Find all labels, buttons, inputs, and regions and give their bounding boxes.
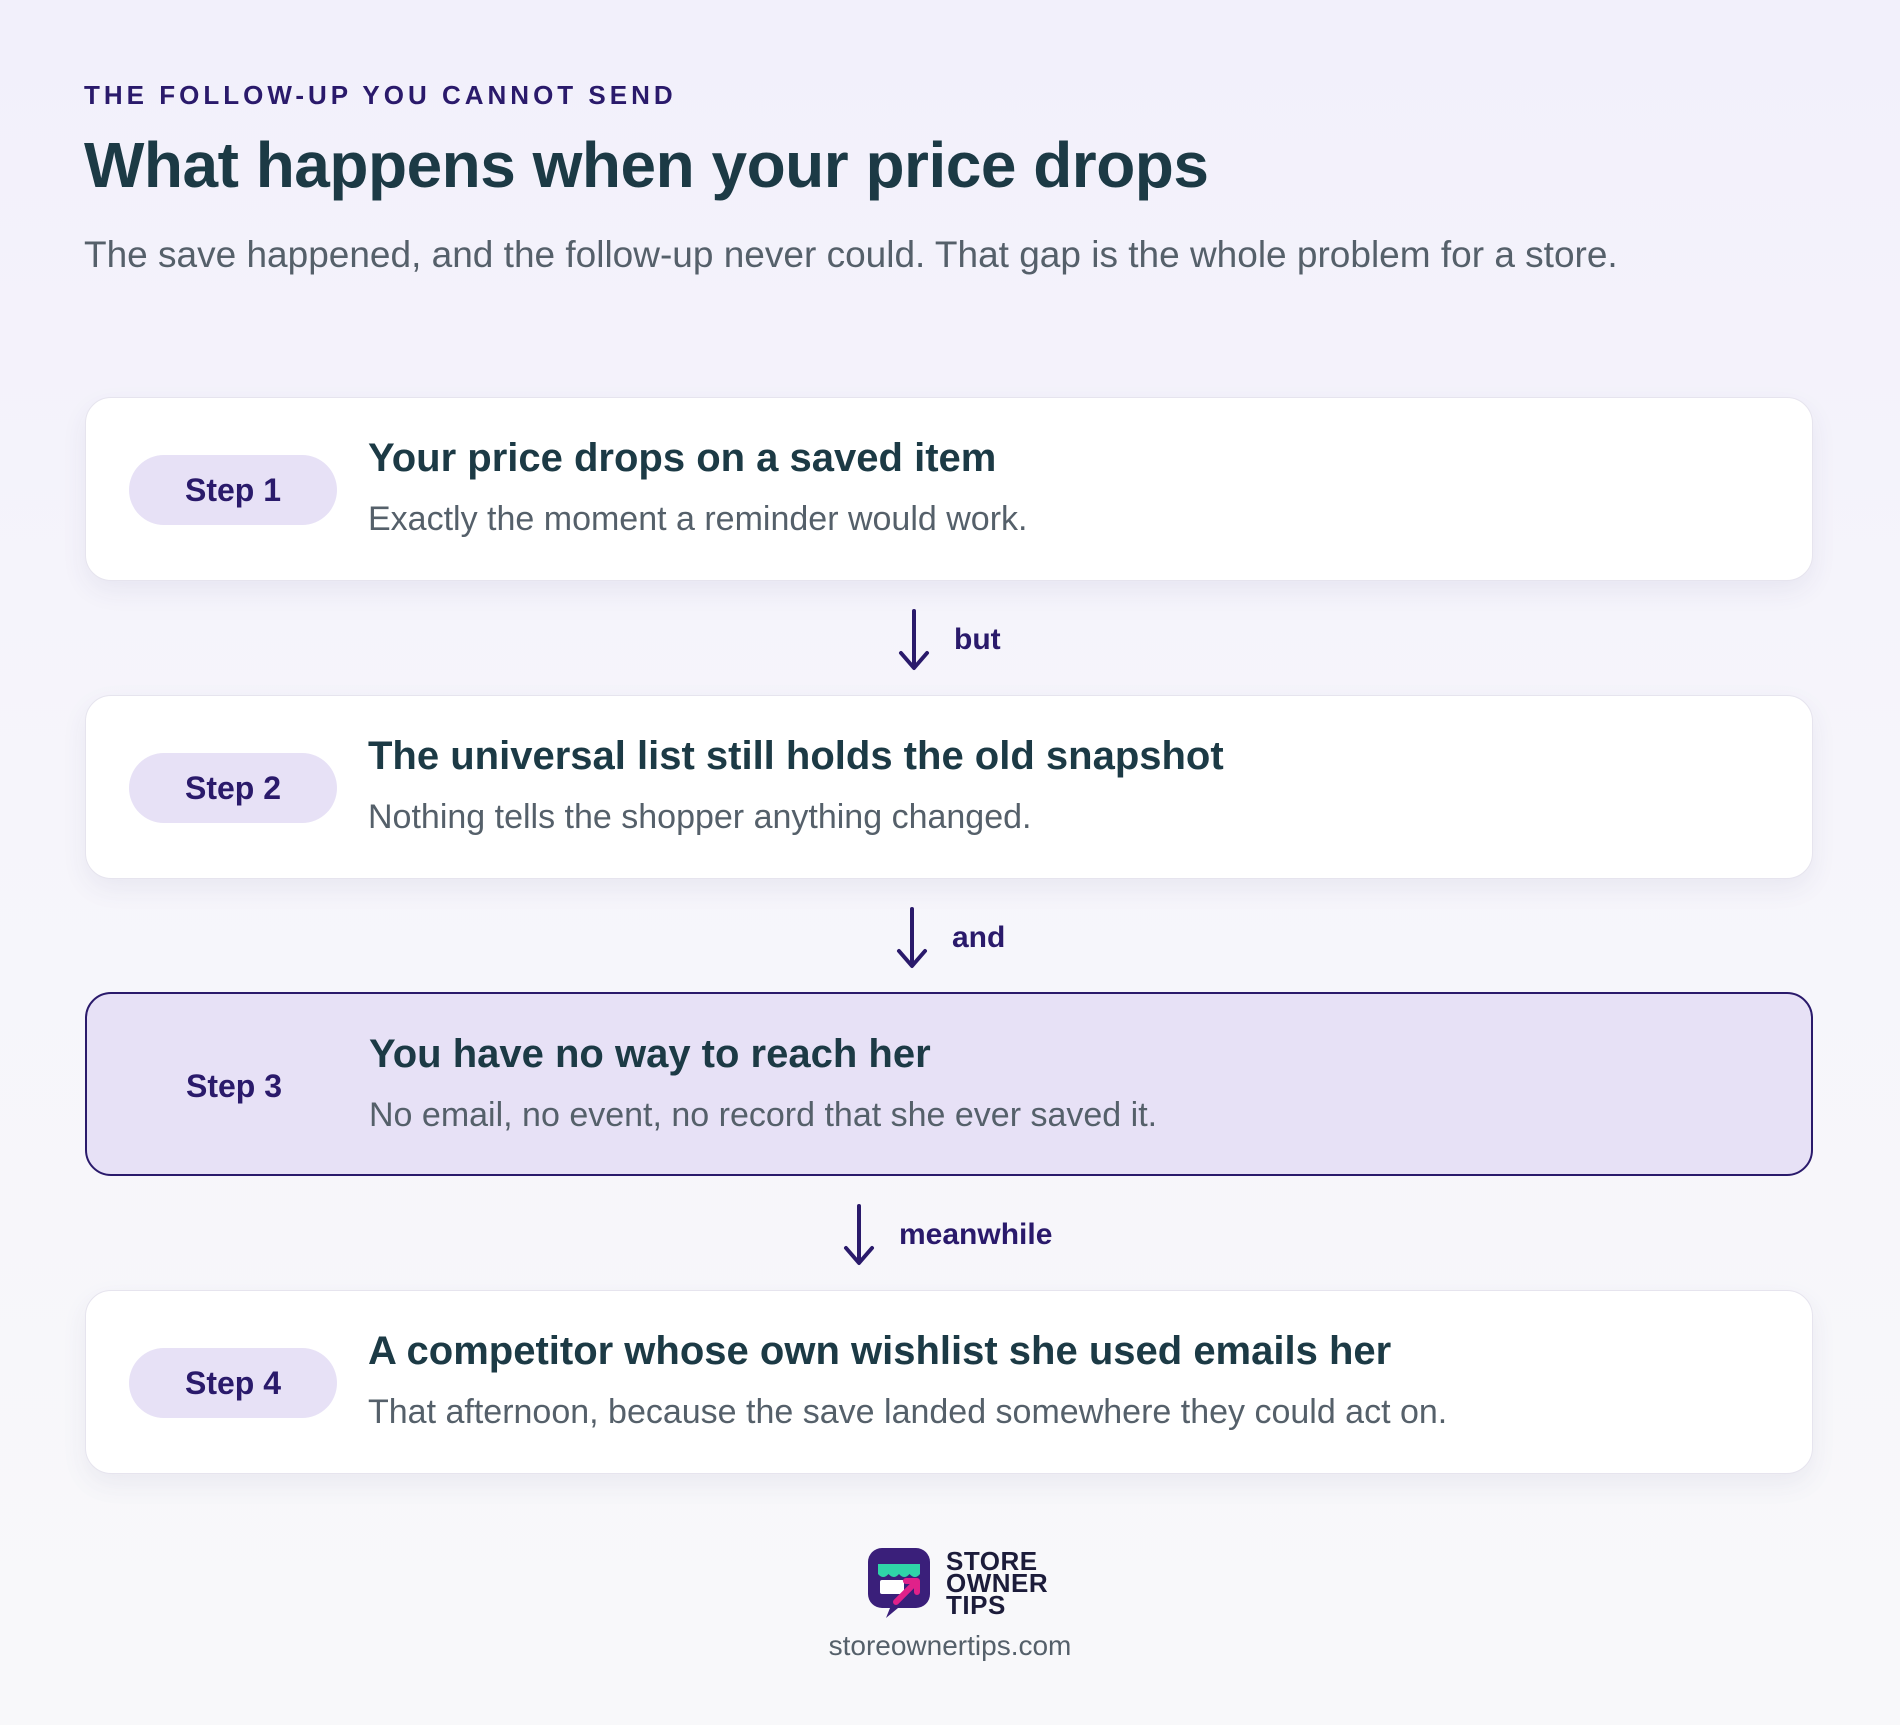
- connector-3: meanwhile: [841, 1200, 1052, 1270]
- step-badge: Step 4: [129, 1348, 337, 1418]
- eyebrow: THE FOLLOW-UP YOU CANNOT SEND: [84, 80, 677, 110]
- brand-logo: STORE OWNER TIPS: [866, 1546, 1048, 1620]
- arrow-down-icon: [899, 609, 929, 670]
- step-card-3: Step 3 You have no way to reach her No e…: [85, 992, 1813, 1176]
- arrow-down-icon: [897, 907, 927, 968]
- step-card-2: Step 2 The universal list still holds th…: [85, 695, 1813, 879]
- arrow-down-icon: [844, 1204, 874, 1265]
- logo-wordmark: STORE OWNER TIPS: [946, 1546, 1049, 1620]
- step-description: Exactly the moment a reminder would work…: [368, 500, 1028, 538]
- step-badge: Step 2: [129, 753, 337, 823]
- step-description: Nothing tells the shopper anything chang…: [368, 798, 1032, 836]
- storefront-icon: [868, 1548, 930, 1618]
- logo-line: TIPS: [946, 1590, 1006, 1620]
- step-card-4: Step 4 A competitor whose own wishlist s…: [85, 1290, 1813, 1474]
- logo-line: STORE: [946, 1546, 1038, 1576]
- connector-label: meanwhile: [899, 1218, 1053, 1251]
- step-title: A competitor whose own wishlist she used…: [368, 1329, 1392, 1373]
- site-url: storeownertips.com: [828, 1630, 1072, 1661]
- step-title: The universal list still holds the old s…: [368, 734, 1224, 778]
- connector-1: but: [896, 605, 1001, 675]
- connector-label: and: [952, 921, 1006, 954]
- connector-label: but: [954, 623, 1001, 656]
- connector-2: and: [894, 903, 1005, 973]
- logo-line: OWNER: [946, 1568, 1049, 1598]
- page-title: What happens when your price drops: [84, 129, 1209, 201]
- step-description: That afternoon, because the save landed …: [368, 1393, 1448, 1431]
- step-badge: Step 3: [185, 1067, 283, 1104]
- step-badge: Step 1: [129, 455, 337, 525]
- step-title: You have no way to reach her: [369, 1032, 931, 1076]
- page-subtitle: The save happened, and the follow-up nev…: [84, 234, 1618, 275]
- step-description: No email, no event, no record that she e…: [369, 1096, 1158, 1134]
- step-title: Your price drops on a saved item: [368, 436, 997, 480]
- step-card-1: Step 1 Your price drops on a saved item …: [85, 397, 1813, 581]
